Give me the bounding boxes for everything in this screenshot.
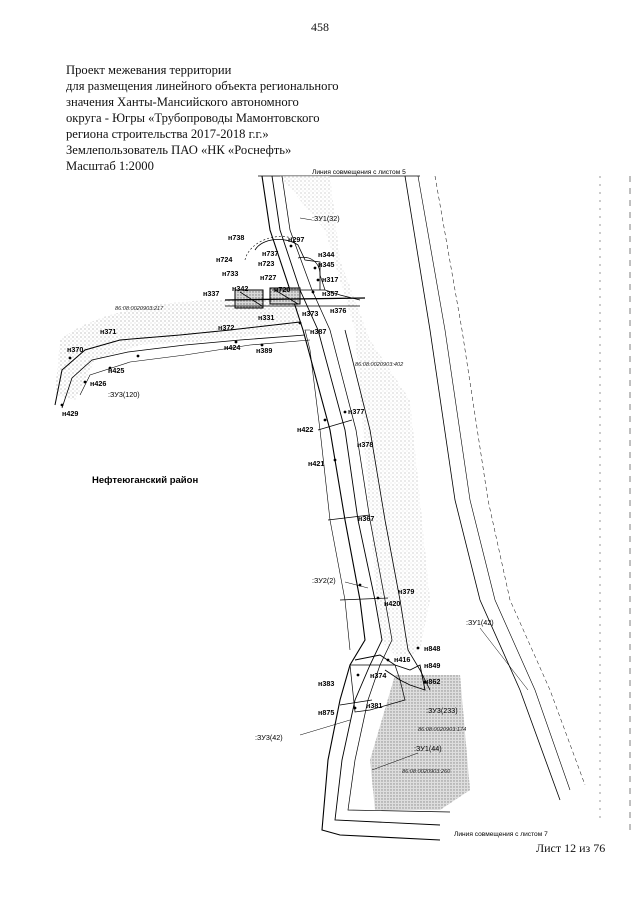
match-line-top-label: Линия совмещения с листом 5 (312, 169, 406, 176)
cadastral-number: 86:08:0020903:402 (355, 362, 404, 368)
point-label: н875 (318, 708, 334, 717)
point-label: н367 (358, 514, 374, 523)
parcel-label: :ЗУ2(2) (312, 576, 336, 585)
leader-line (479, 627, 529, 691)
point-label: н420 (384, 599, 400, 608)
point-label: н383 (318, 679, 334, 688)
point-label: н421 (308, 459, 324, 468)
point-label: н425 (108, 366, 124, 375)
leader-line (299, 217, 313, 221)
cadastral-number: 86:08:0020903:260 (402, 769, 451, 775)
point-label: н720 (274, 285, 290, 294)
point-label: н370 (67, 345, 83, 354)
corridor-line (304, 329, 351, 651)
point-label: н426 (90, 379, 106, 388)
point-markers (60, 244, 427, 710)
cadastral-number: 86:08:0020903:174 (418, 727, 466, 733)
point-label: н862 (424, 677, 440, 686)
point-label: н733 (222, 269, 238, 278)
point-label: н389 (256, 346, 272, 355)
parcel-labels: :ЗУ1(32) :ЗУ3(120) :ЗУ2(2) :ЗУ1(42) :ЗУ3… (108, 214, 494, 753)
cluster-line (239, 291, 263, 307)
cluster-line (224, 297, 366, 301)
point-label: н848 (424, 644, 440, 653)
cluster-line (244, 236, 293, 261)
sheet-number: Лист 12 из 76 (536, 841, 606, 855)
point-label: н738 (228, 233, 244, 242)
parcel-boundary (354, 654, 426, 691)
point-label: н373 (302, 309, 318, 318)
district-label: Нефтеюганский район (92, 475, 198, 486)
point-label: н724 (216, 255, 232, 264)
spur-line (54, 321, 301, 406)
point-label: н344 (318, 250, 334, 259)
shaded-area (370, 675, 470, 810)
point-label: н422 (297, 425, 313, 434)
point-label: н727 (260, 273, 276, 282)
parcel-label: :ЗУ3(42) (255, 733, 283, 742)
title-line: округа - Югры «Трубопроводы Мамонтовског… (66, 111, 320, 125)
cluster-line (274, 289, 299, 305)
point-label: н374 (370, 671, 386, 680)
point-label: н723 (258, 259, 274, 268)
boundary-line (434, 175, 586, 786)
corridor-line (344, 329, 431, 691)
map-title-block: Проект межевания территории для размещен… (66, 62, 339, 174)
point-label: н849 (424, 661, 440, 670)
point-label: н376 (330, 306, 346, 315)
point-label: н357 (322, 289, 338, 298)
point-label: н342 (232, 284, 248, 293)
point-label: н429 (62, 409, 78, 418)
parcel-label: :ЗУ3(120) (108, 390, 140, 399)
point-label: н297 (288, 235, 304, 244)
point-label: н345 (318, 260, 334, 269)
parcel-label: :ЗУ1(32) (312, 214, 340, 223)
point-label: н378 (357, 440, 373, 449)
point-label: н331 (258, 313, 274, 322)
point-label: н381 (366, 701, 382, 710)
page-number: 458 (311, 20, 329, 34)
leader-line (371, 752, 419, 771)
spur-line (79, 339, 311, 396)
leader-line (299, 719, 351, 736)
point-label: н416 (394, 655, 410, 664)
map-scale: Масштаб 1:2000 (66, 159, 154, 173)
point-label: н337 (203, 289, 219, 298)
parcel-label: :ЗУ3(233) (426, 706, 458, 715)
point-label: н387 (310, 327, 326, 336)
shaded-area (55, 300, 300, 400)
point-labels: н738 н297 н737 н724 н723 н727 н733 н344 … (62, 233, 440, 717)
shaded-area (280, 176, 430, 660)
title-line: региона строительства 2017-2018 г.г.» (66, 127, 269, 141)
leader-line (344, 581, 369, 589)
cadastral-number: 86:08:0020903:217 (115, 306, 164, 312)
parcel-boundary (349, 664, 406, 713)
section-ticks (272, 289, 389, 706)
parcel-label: :ЗУ1(44) (414, 744, 442, 753)
point-label: н424 (224, 343, 240, 352)
point-label: н379 (398, 587, 414, 596)
parcel-label: :ЗУ1(42) (466, 618, 494, 627)
title-line: значения Ханты-Мансийского автономного (66, 95, 299, 109)
cluster-line (297, 256, 361, 301)
title-line: Проект межевания территории (66, 63, 232, 77)
spur-line (61, 334, 306, 409)
point-label: н372 (218, 323, 234, 332)
point-label: н371 (100, 327, 116, 336)
point-label: н317 (322, 275, 338, 284)
point-label: н737 (262, 249, 278, 258)
title-line: Землепользователь ПАО «НК «Роснефть» (66, 143, 292, 157)
boundary-line (417, 175, 571, 791)
title-line: для размещения линейного объекта региона… (66, 79, 339, 93)
point-label: н377 (348, 407, 364, 416)
match-line-bottom-label: Линия совмещения с листом 7 (454, 831, 548, 838)
boundary-line (404, 175, 561, 801)
